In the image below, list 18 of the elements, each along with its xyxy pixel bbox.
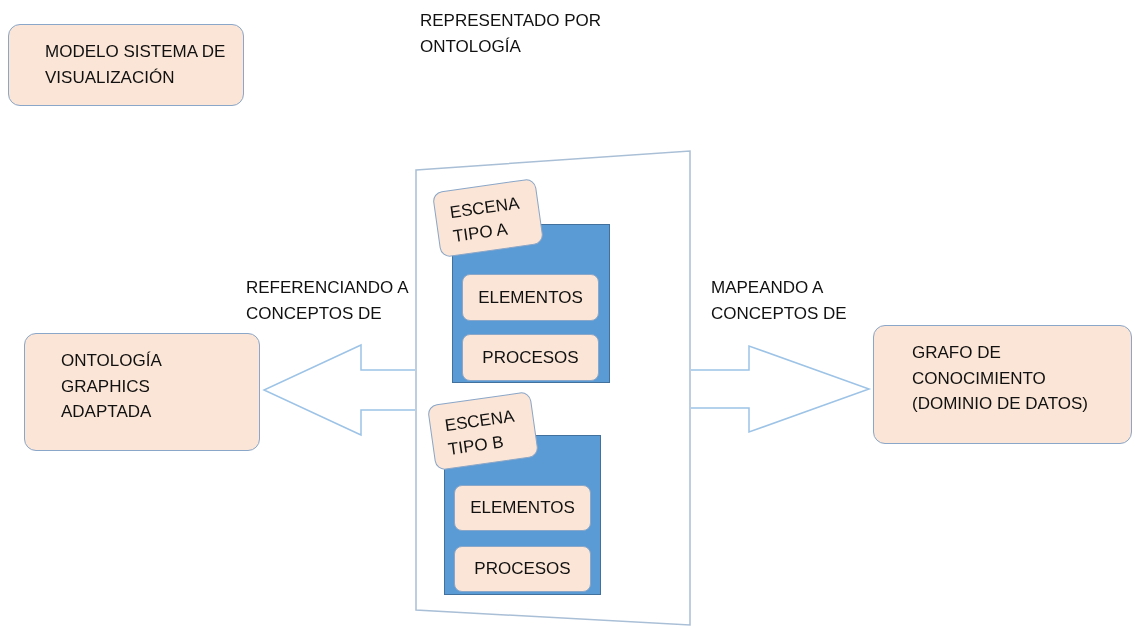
- box-text: MODELO SISTEMA DE VISUALIZACIÓN: [45, 41, 227, 89]
- block-arrow: [262, 343, 416, 437]
- box-text: GRAFO DE CONOCIMIENTO (DOMINIO DE DATOS): [912, 342, 1089, 415]
- element-box: [462, 274, 599, 321]
- box-text: ELEMENTOS: [478, 287, 583, 308]
- knowledge-graph-box: [873, 325, 1132, 444]
- process-box: [462, 334, 599, 381]
- box-text: PROCESOS: [482, 347, 579, 368]
- box-text: ONTOLOGÍA GRAPHICS ADAPTADA: [61, 350, 163, 423]
- block-arrow: [690, 344, 872, 434]
- ontology-box: [24, 333, 260, 451]
- box-text: PROCESOS: [474, 559, 571, 579]
- page-shape: [415, 150, 691, 626]
- box-text: ELEMENTOS: [470, 498, 575, 518]
- note-text: REPRESENTADO POR ONTOLOGÍA: [420, 10, 603, 58]
- process-box: [454, 546, 591, 592]
- title-box: [8, 24, 244, 106]
- element-box: [454, 485, 591, 531]
